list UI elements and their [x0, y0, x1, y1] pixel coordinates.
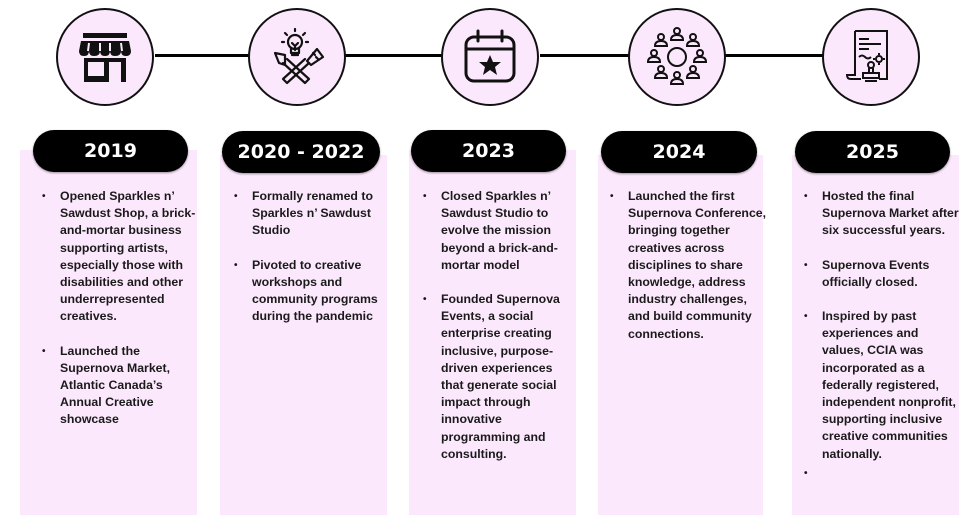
milestone-icon-2019 [56, 8, 154, 106]
milestone-card-2024: Launched the first Supernova Conference,… [598, 155, 766, 515]
milestone-card-2025: Hosted the final Supernova Market after … [792, 155, 959, 515]
bullet-item: Closed Sparkles n’ Sawdust Studio to evo… [421, 188, 576, 274]
lightbulb-paintbrush-icon [273, 27, 325, 85]
bullet-item: Founded Supernova Events, a social enter… [421, 291, 576, 463]
milestone-icon-2025 [822, 8, 920, 106]
year-pill-2020-2022: 2020 - 2022 [222, 131, 380, 173]
timeline-connector [345, 54, 450, 57]
bullet-item: Launched the Supernova Market, Atlantic … [40, 343, 200, 429]
milestone-bullets: Opened Sparkles n’ Sawdust Shop, a brick… [40, 188, 200, 446]
year-pill-2025: 2025 [795, 131, 950, 173]
milestone-bullets: Hosted the final Supernova Market after … [802, 188, 960, 499]
timeline-connector [540, 54, 640, 57]
storefront-icon [79, 33, 131, 82]
milestone-icon-2020-2022 [248, 8, 346, 106]
timeline-connector [725, 54, 830, 57]
community-people-icon [646, 27, 708, 85]
calendar-star-icon [464, 29, 516, 83]
bullet-item-empty [802, 465, 960, 482]
milestone-icon-2023 [441, 8, 539, 106]
bullet-item: Formally renamed to Sparkles n’ Sawdust … [232, 188, 392, 240]
bullet-item: Pivoted to creative workshops and commun… [232, 257, 392, 326]
milestone-bullets: Formally renamed to Sparkles n’ Sawdust … [232, 188, 392, 342]
bullet-item: Hosted the final Supernova Market after … [802, 188, 960, 240]
milestone-bullets: Closed Sparkles n’ Sawdust Studio to evo… [421, 188, 576, 480]
milestone-card-2020-2022: Formally renamed to Sparkles n’ Sawdust … [220, 155, 387, 515]
certificate-stamp-icon [845, 30, 888, 82]
milestone-icon-2024 [628, 8, 726, 106]
year-pill-2024: 2024 [601, 131, 757, 173]
bullet-item: Launched the first Supernova Conference,… [608, 188, 768, 343]
milestone-bullets: Launched the first Supernova Conference,… [608, 188, 768, 360]
year-pill-2019: 2019 [33, 130, 188, 172]
milestone-card-2023: Closed Sparkles n’ Sawdust Studio to evo… [409, 150, 576, 515]
milestone-card-2019: Opened Sparkles n’ Sawdust Shop, a brick… [20, 150, 197, 515]
bullet-item: Inspired by past experiences and values,… [802, 308, 960, 463]
year-pill-2023: 2023 [411, 130, 566, 172]
bullet-item: Supernova Events officially closed. [802, 257, 960, 291]
bullet-item: Opened Sparkles n’ Sawdust Shop, a brick… [40, 188, 200, 326]
timeline-connector [155, 54, 255, 57]
